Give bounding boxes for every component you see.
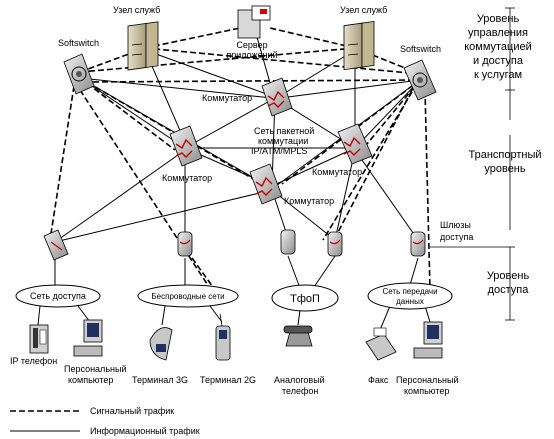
softswitch-left-label: Softswitch [58,38,99,48]
softswitch-left [63,53,95,95]
analog-phone-icon [283,325,313,347]
pstn-label: ТфоП [290,293,320,305]
service-node-right [343,20,375,71]
level-access-line-2: доступа [488,284,530,296]
data-network-ellipse [367,282,453,310]
gateway-pstn-1 [280,229,296,255]
fax-icon [365,327,397,361]
service-node-left [127,21,159,71]
legend-signal-label: Сигнальный трафик [90,406,174,416]
gateways-label-2: доступа [440,232,473,242]
info-links [37,29,431,331]
pc-left-icon [73,319,103,357]
service-node-right-label: Узел служб [340,5,387,15]
pc-right-icon [413,321,443,359]
packet-network-label-2: коммутации [258,136,308,146]
switch-left-label: Коммутатор [162,173,212,183]
analog-phone-label-1: Аналоговый [274,375,325,385]
pc-right-label-1: Персональный [396,375,458,385]
ip-phone-icon [29,324,49,354]
app-server [237,5,271,39]
level-access-line-1: Уровень [487,270,530,282]
legend: Сигнальный трафик Информационный трафик [10,406,200,436]
gateway-data-network [410,231,426,257]
packet-network-label-1: Сеть пакетной [254,126,314,136]
terminal-3g-icon [149,327,173,361]
access-network-ellipse [15,284,101,308]
softswitch-right-label: Softswitch [400,44,441,54]
data-network-label-2: данных [396,297,424,306]
fax-label: Факс [368,375,389,385]
wireless-networks-ellipse [137,284,239,308]
level-control-line-2: управления [468,27,528,39]
terminal-3g-label: Терминал 3G [132,375,188,385]
switch-top-label: Коммутатор [202,93,252,103]
level-control-line-3: коммутацией [464,41,532,53]
switch-left [169,125,203,167]
analog-phone-label-2: телефон [282,386,318,396]
level-control-line-5: к услугам [474,69,522,81]
level-transport-labels: Транспортный уровень [468,149,541,175]
legend-info-label: Информационный трафик [90,426,200,436]
terminal-2g-icon [215,313,231,361]
signal-links [49,27,431,297]
switch-right-label: Коммутатор [312,167,362,177]
gateways-label-1: Шлюзы [440,220,471,230]
service-node-left-label: Узел служб [113,5,160,15]
switch-top [261,77,293,117]
level-bracket [430,7,515,321]
gateway-access-network [43,229,69,261]
pstn-ellipse [271,284,339,312]
level-control-labels: Уровень управления коммутацией и доступа… [464,13,532,81]
gateway-wireless [177,231,193,257]
level-control-line-4: и доступа [473,55,524,67]
packet-network-label-3: IP/ATM/MPLS [251,146,307,156]
level-access-labels: Уровень доступа [487,270,530,296]
level-transport-line-2: уровень [484,163,526,175]
pc-left-label-1: Персональный [64,364,126,374]
switch-center [249,163,283,205]
pc-left-label-2: компьютер [68,375,113,385]
ip-phone-label: IP телефон [10,356,57,366]
pc-right-label-2: компьютер [404,386,449,396]
access-network-label: Сеть доступа [30,291,86,301]
app-server-label-1: Сервер [236,40,267,50]
wireless-networks-label: Беспроводные сети [151,292,224,301]
app-server-label-2: приложений [226,50,277,60]
softswitch-right [403,59,437,101]
gateway-pstn-2 [327,231,343,257]
terminal-2g-label: Терминал 2G [200,375,256,385]
level-transport-line-1: Транспортный [468,149,541,161]
switch-right [337,123,373,165]
level-control-line-1: Уровень [477,13,520,25]
switch-center-label: Коммутатор [284,196,334,206]
data-network-label-1: Сеть передачи [382,287,437,296]
